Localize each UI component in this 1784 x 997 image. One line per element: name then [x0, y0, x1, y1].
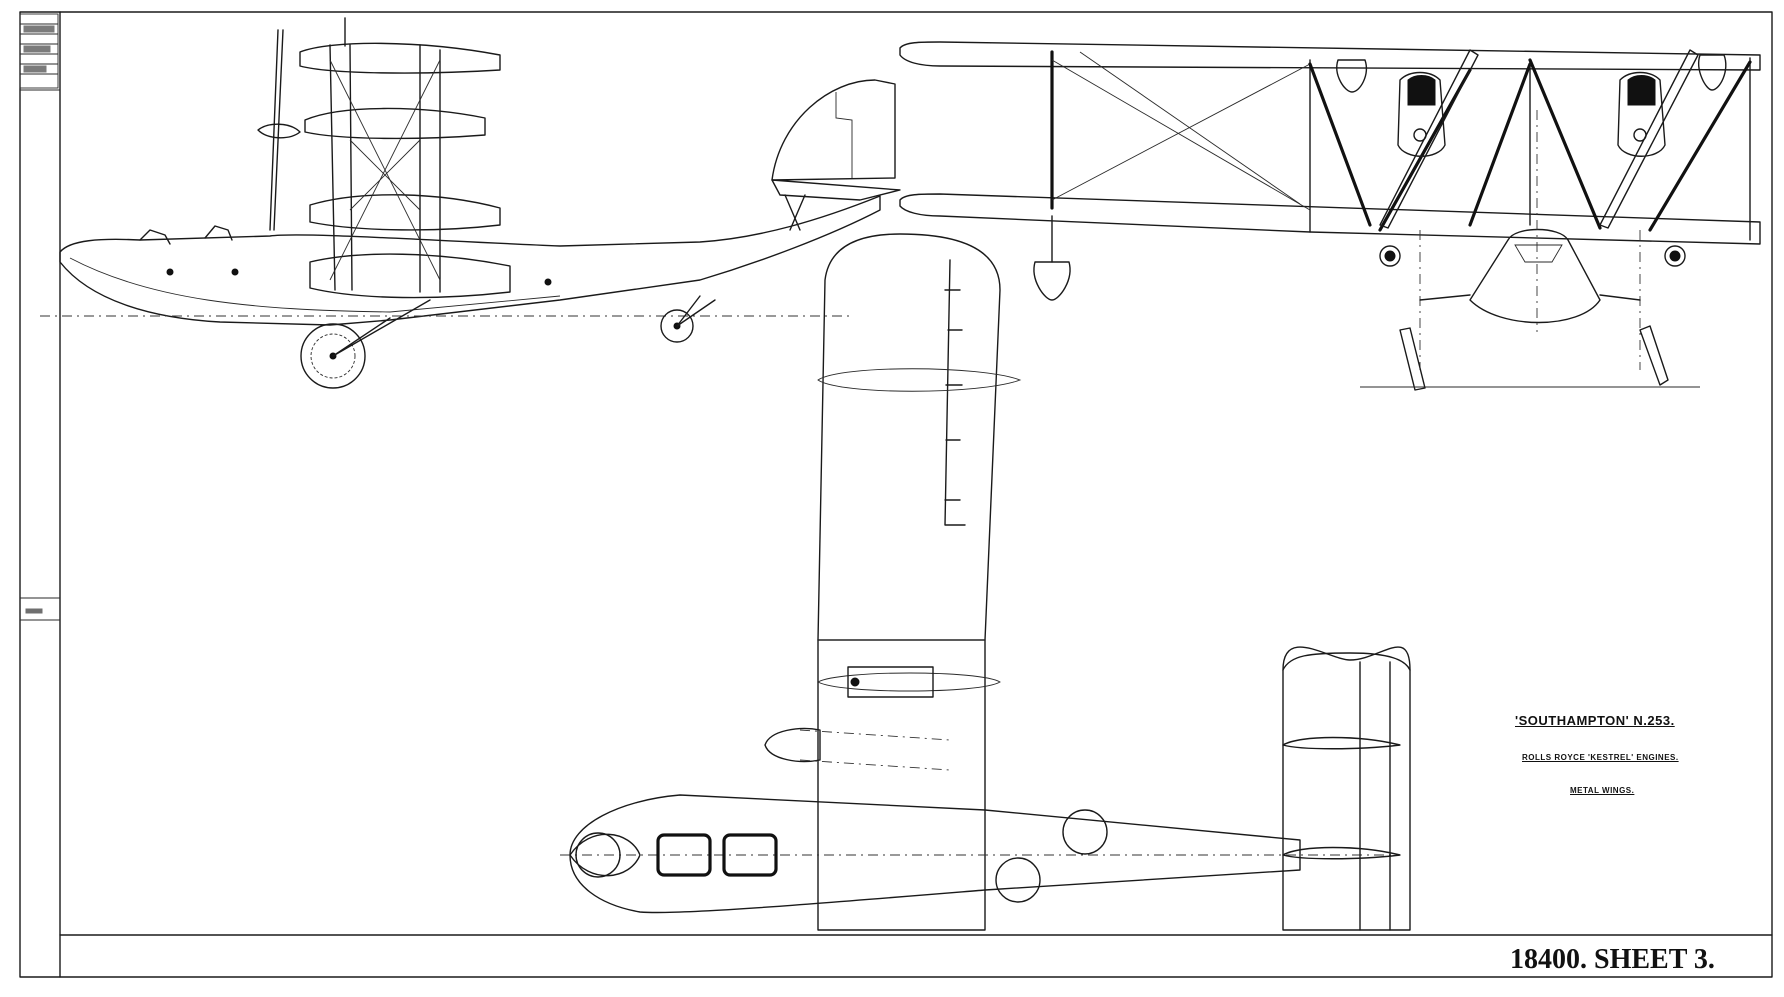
sheet-number: 18400. SHEET 3.	[1510, 944, 1715, 975]
front-elevation	[899, 41, 1761, 391]
sheet-border	[19, 11, 1773, 978]
side-elevation	[40, 17, 901, 389]
engine-note: ROLLS ROYCE 'KESTREL' ENGINES.	[1522, 753, 1679, 762]
revision-block	[19, 13, 59, 614]
drawing-title: 'SOUTHAMPTON' N.253.	[1515, 713, 1675, 728]
plan-view	[560, 233, 1411, 931]
wings-note: METAL WINGS.	[1570, 786, 1635, 795]
